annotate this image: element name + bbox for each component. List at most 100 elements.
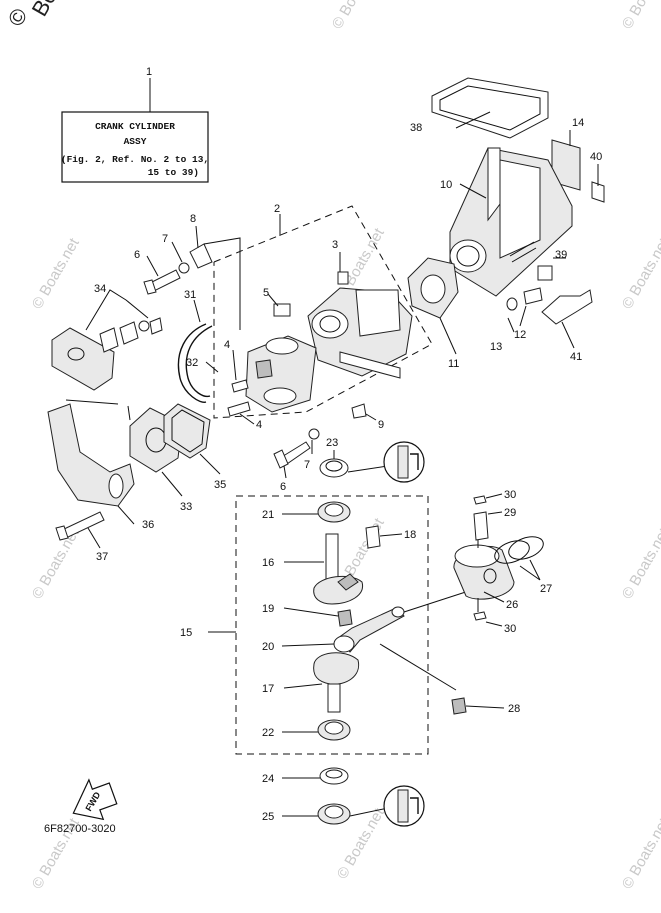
needle-bearing-part xyxy=(451,697,467,715)
callout-17: 17 xyxy=(262,683,274,695)
callout-9: 9 xyxy=(378,419,384,431)
piston-pin-part xyxy=(473,511,489,541)
crankshaft-lower-part xyxy=(313,652,360,685)
corner-watermark-text: Bo xyxy=(27,0,62,20)
callout-33: 33 xyxy=(180,501,192,513)
callout-30-lower: 30 xyxy=(504,623,516,635)
bracket-group: 36 37 xyxy=(47,399,154,563)
exhaust-gasket-group: 11 xyxy=(407,257,459,370)
callout-22: 22 xyxy=(262,727,274,739)
assy-subtitle: ASSY xyxy=(124,136,147,147)
callout-6-lower: 6 xyxy=(280,481,286,493)
callout-31: 31 xyxy=(184,289,196,301)
assy-note-box: 1 CRANK CYLINDER ASSY (Fig. 2, Ref. No. … xyxy=(61,66,209,183)
head-fasteners-group: 39 13 12 41 xyxy=(490,249,593,363)
cover-34-group: 34 xyxy=(51,283,163,391)
bolt-part xyxy=(231,379,249,393)
callout-4-lower: 4 xyxy=(256,419,262,431)
callout-4-upper: 4 xyxy=(224,339,230,351)
needle-bearing-28-group: 28 xyxy=(379,643,520,715)
hose-part xyxy=(177,323,207,403)
callout-24: 24 xyxy=(262,773,274,785)
callout-40: 40 xyxy=(590,151,602,163)
watermark-text: © Boats.net xyxy=(619,815,661,892)
bolt-part xyxy=(523,287,543,305)
cover-group: 38 14 40 xyxy=(410,77,605,203)
watermark-text: © Boats.net xyxy=(619,235,661,312)
callout-41: 41 xyxy=(570,351,582,363)
callout-13: 13 xyxy=(490,341,502,353)
piston-ring-part xyxy=(494,540,530,564)
pin-part xyxy=(351,403,367,419)
callout-15: 15 xyxy=(180,627,192,639)
callout-18: 18 xyxy=(404,529,416,541)
callout-19: 19 xyxy=(262,603,274,615)
callout-39: 39 xyxy=(555,249,567,261)
callout-20: 20 xyxy=(262,641,274,653)
diagram-code: 6F82700-3020 xyxy=(44,823,116,835)
callout-27: 27 xyxy=(540,583,552,595)
callout-5: 5 xyxy=(263,287,269,299)
crankshaft-group: 15 21 18 16 19 20 17 xyxy=(180,495,479,755)
upper-fasteners-group: 6 7 8 xyxy=(134,213,241,330)
watermark-text: © Boats.net xyxy=(29,525,83,602)
spark-plug-part xyxy=(541,289,593,325)
watermark-text: © Boats.net xyxy=(619,0,661,32)
callout-30-upper: 30 xyxy=(504,489,516,501)
callout-6-upper: 6 xyxy=(134,249,140,261)
crankshaft-upper-part xyxy=(325,533,339,581)
intake-gasket-part xyxy=(163,403,211,459)
watermark-text: © Boats.net xyxy=(329,0,383,32)
callout-12: 12 xyxy=(514,329,526,341)
pin-part xyxy=(273,303,291,317)
watermark-text: © Boats.net xyxy=(619,525,661,602)
callout-16: 16 xyxy=(262,557,274,569)
callout-38: 38 xyxy=(410,122,422,134)
callout-2: 2 xyxy=(274,203,280,215)
callout-21: 21 xyxy=(262,509,274,521)
clip-part xyxy=(99,327,119,353)
callout-1: 1 xyxy=(146,66,152,78)
intake-group: 33 35 xyxy=(129,403,226,513)
callout-26: 26 xyxy=(506,599,518,611)
callout-23: 23 xyxy=(326,437,338,449)
callout-8: 8 xyxy=(190,213,196,225)
connecting-rod-part xyxy=(337,607,405,653)
callout-37: 37 xyxy=(96,551,108,563)
clip-part xyxy=(473,611,487,621)
fwd-arrow: FWD xyxy=(72,778,118,821)
lower-fasteners-group: 6 7 xyxy=(273,428,320,493)
bolt-part xyxy=(227,401,251,417)
callout-36: 36 xyxy=(142,519,154,531)
callout-3: 3 xyxy=(332,239,338,251)
callout-35: 35 xyxy=(214,479,226,491)
oil-seal-part xyxy=(319,458,349,478)
callout-25: 25 xyxy=(262,811,274,823)
piston-ring-part xyxy=(508,536,544,560)
callout-14: 14 xyxy=(572,117,584,129)
watermark-text: © Boats.net xyxy=(29,235,83,312)
washer-part xyxy=(178,262,190,274)
piston-group: 30 29 27 26 30 xyxy=(453,489,552,635)
callout-11: 11 xyxy=(448,358,459,370)
cover-plate-part xyxy=(51,327,115,391)
pin-part xyxy=(365,525,381,549)
anode-part xyxy=(591,181,605,203)
seal-23-group: 23 xyxy=(319,437,425,483)
lower-seals-group: 24 25 xyxy=(262,767,425,827)
plate-part xyxy=(189,243,213,269)
callout-29: 29 xyxy=(504,507,516,519)
hose-group: 31 32 xyxy=(177,289,219,403)
callout-7-upper: 7 xyxy=(162,233,168,245)
washer-part xyxy=(308,428,320,440)
exhaust-cover-group: 10 xyxy=(440,147,573,297)
assy-title: CRANK CYLINDER xyxy=(95,121,175,132)
assy-reference-cont: 15 to 39) xyxy=(148,167,199,178)
needle-bearing-part xyxy=(337,609,353,627)
crankcase-group: 2 3 5 4 4 9 xyxy=(213,203,433,431)
callout-32: 32 xyxy=(186,357,198,369)
assy-reference: (Fig. 2, Ref. No. 2 to 13, xyxy=(61,154,209,165)
bolt-part xyxy=(537,265,553,281)
callout-28: 28 xyxy=(508,703,520,715)
